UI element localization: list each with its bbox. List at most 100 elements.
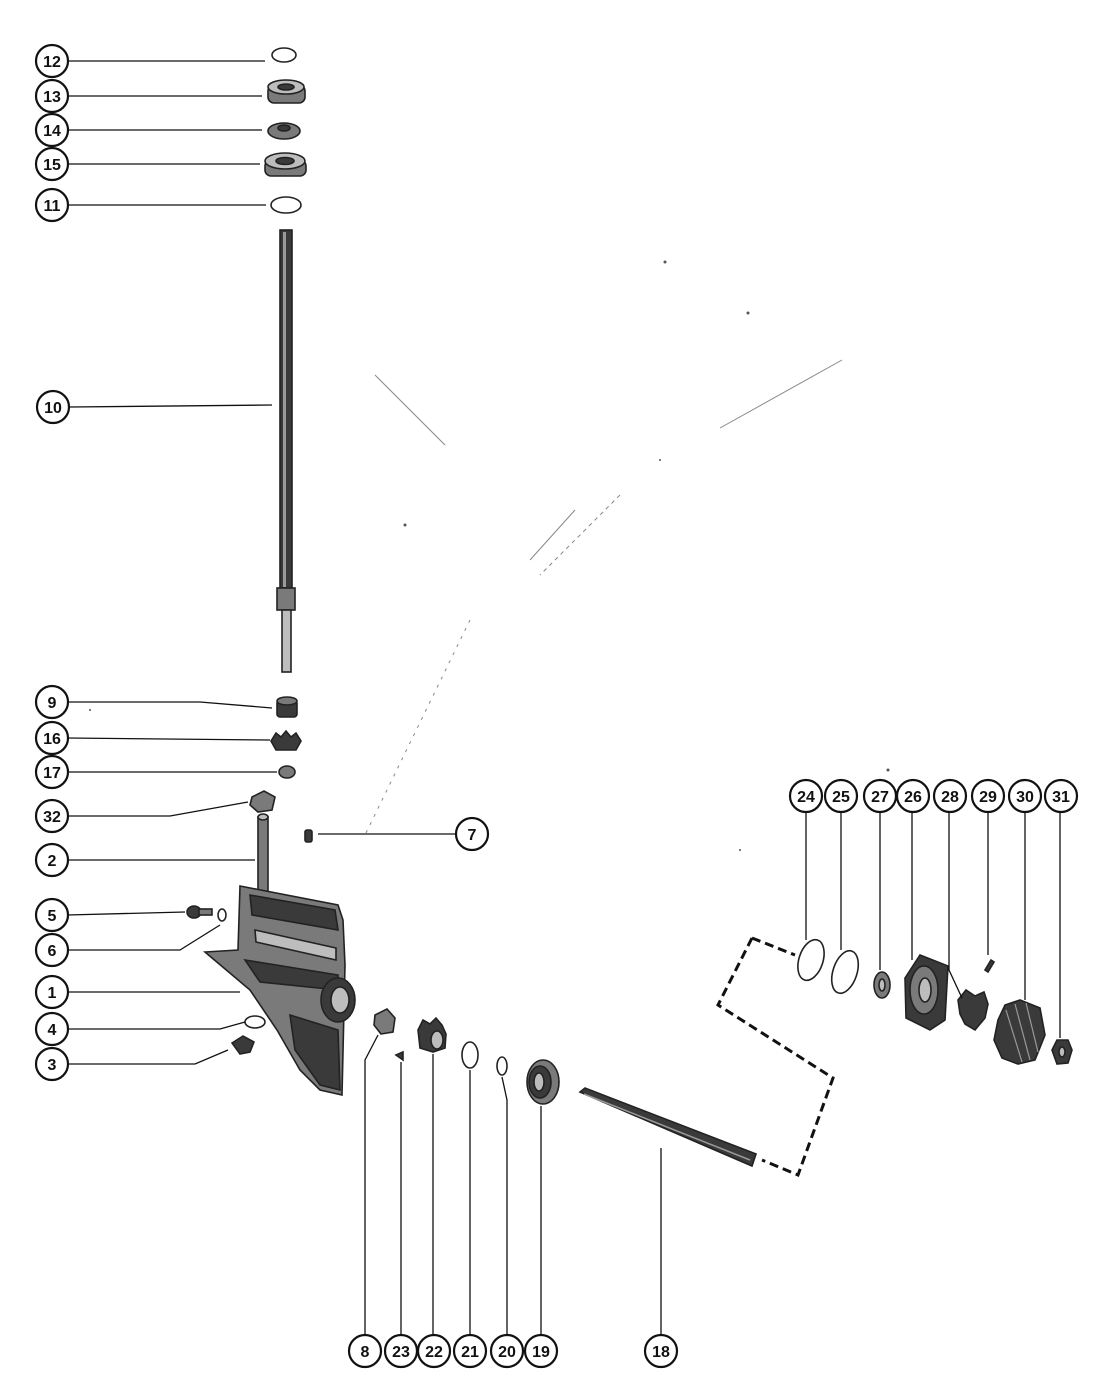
part-30-propeller-hub (993, 999, 1046, 1065)
part-29-key (983, 958, 996, 974)
part-9-pinion-nut (276, 696, 298, 718)
callout-14: 14 (34, 112, 70, 148)
part-15-bearing (264, 152, 307, 177)
callout-2: 2 (34, 842, 70, 878)
callout-31: 31 (1043, 778, 1079, 814)
part-27-washer (873, 971, 891, 999)
construction-lines (364, 359, 843, 836)
part-14-washer (267, 122, 301, 140)
svg-text:13: 13 (43, 89, 61, 106)
svg-text:22: 22 (425, 1344, 443, 1361)
paper-specks (89, 260, 890, 851)
svg-text:21: 21 (461, 1344, 479, 1361)
svg-text:10: 10 (44, 400, 62, 417)
callout-29: 29 (970, 778, 1006, 814)
part-5-screw (186, 905, 213, 919)
part-19-bearing (526, 1059, 560, 1105)
part-24-ring (797, 938, 825, 982)
part-4-washer (244, 1015, 266, 1029)
callout-15: 15 (34, 146, 70, 182)
svg-text:4: 4 (48, 1022, 57, 1039)
callout-19: 19 (523, 1333, 559, 1369)
part-12-seal-ring (271, 47, 297, 63)
callout-7: 7 (454, 816, 490, 852)
callout-25: 25 (823, 778, 859, 814)
svg-text:9: 9 (48, 695, 57, 712)
callout-26: 26 (895, 778, 931, 814)
callout-16: 16 (34, 720, 70, 756)
svg-text:26: 26 (904, 789, 922, 806)
callout-13: 13 (34, 78, 70, 114)
svg-text:16: 16 (43, 731, 61, 748)
svg-text:7: 7 (468, 827, 477, 844)
part-28-impeller (957, 988, 989, 1032)
callout-17: 17 (34, 754, 70, 790)
svg-text:23: 23 (392, 1344, 410, 1361)
svg-text:32: 32 (43, 809, 61, 826)
callout-1: 1 (34, 974, 70, 1010)
svg-text:3: 3 (48, 1057, 57, 1074)
callout-4: 4 (34, 1011, 70, 1047)
callout-5: 5 (34, 897, 70, 933)
svg-text:15: 15 (43, 157, 61, 174)
svg-text:18: 18 (652, 1344, 670, 1361)
part-26-pump-body (904, 954, 949, 1031)
svg-text:24: 24 (797, 789, 815, 806)
part-11-o-ring (270, 196, 302, 214)
part-10-driveshaft (276, 229, 296, 673)
part-13-bearing (267, 79, 306, 104)
callout-8: 8 (347, 1333, 383, 1369)
callout-30: 30 (1007, 778, 1043, 814)
svg-text:29: 29 (979, 789, 997, 806)
part-3-anode (230, 1035, 256, 1055)
svg-text:6: 6 (48, 943, 57, 960)
callout-6: 6 (34, 932, 70, 968)
part-2-water-tube (257, 813, 269, 896)
svg-text:30: 30 (1016, 789, 1034, 806)
part-20-ring (496, 1056, 508, 1076)
callout-27: 27 (862, 778, 898, 814)
svg-text:2: 2 (48, 853, 57, 870)
svg-text:8: 8 (361, 1344, 370, 1361)
callout-20: 20 (489, 1333, 525, 1369)
part-18-propeller-shaft (578, 1087, 758, 1168)
part-16-pinion-gear (270, 729, 302, 751)
callout-3: 3 (34, 1046, 70, 1082)
part-17-nut (278, 765, 296, 779)
svg-text:17: 17 (43, 765, 61, 782)
svg-text:1: 1 (48, 985, 57, 1002)
svg-text:14: 14 (43, 123, 61, 140)
callout-23: 23 (383, 1333, 419, 1369)
svg-text:28: 28 (941, 789, 959, 806)
part-8-bushing (373, 1008, 396, 1035)
svg-text:11: 11 (44, 198, 61, 215)
svg-text:12: 12 (43, 54, 61, 71)
part-25-ring (830, 949, 860, 995)
callout-21: 21 (452, 1333, 488, 1369)
leader-lines (66, 60, 1061, 1335)
part-31-nut (1051, 1039, 1073, 1065)
part-22-forward-gear (417, 1016, 447, 1053)
callout-9: 9 (34, 684, 70, 720)
callout-11: 11 (34, 187, 70, 223)
svg-text:27: 27 (871, 789, 889, 806)
svg-text:5: 5 (48, 908, 57, 925)
callout-10: 10 (35, 389, 71, 425)
part-6-washer (217, 908, 227, 922)
callout-28: 28 (932, 778, 968, 814)
part-32-bushing (249, 790, 276, 813)
part-21-o-ring (461, 1041, 479, 1069)
callout-32: 32 (34, 798, 70, 834)
kit-outline-dashed (716, 936, 835, 1177)
callout-24: 24 (788, 778, 824, 814)
part-23-key (394, 1050, 404, 1062)
svg-text:20: 20 (498, 1344, 516, 1361)
svg-text:25: 25 (832, 789, 850, 806)
callout-18: 18 (643, 1333, 679, 1369)
callout-22: 22 (416, 1333, 452, 1369)
svg-text:19: 19 (532, 1344, 550, 1361)
callout-12: 12 (34, 43, 70, 79)
svg-text:31: 31 (1052, 789, 1070, 806)
part-1-gear-housing (202, 885, 356, 1096)
